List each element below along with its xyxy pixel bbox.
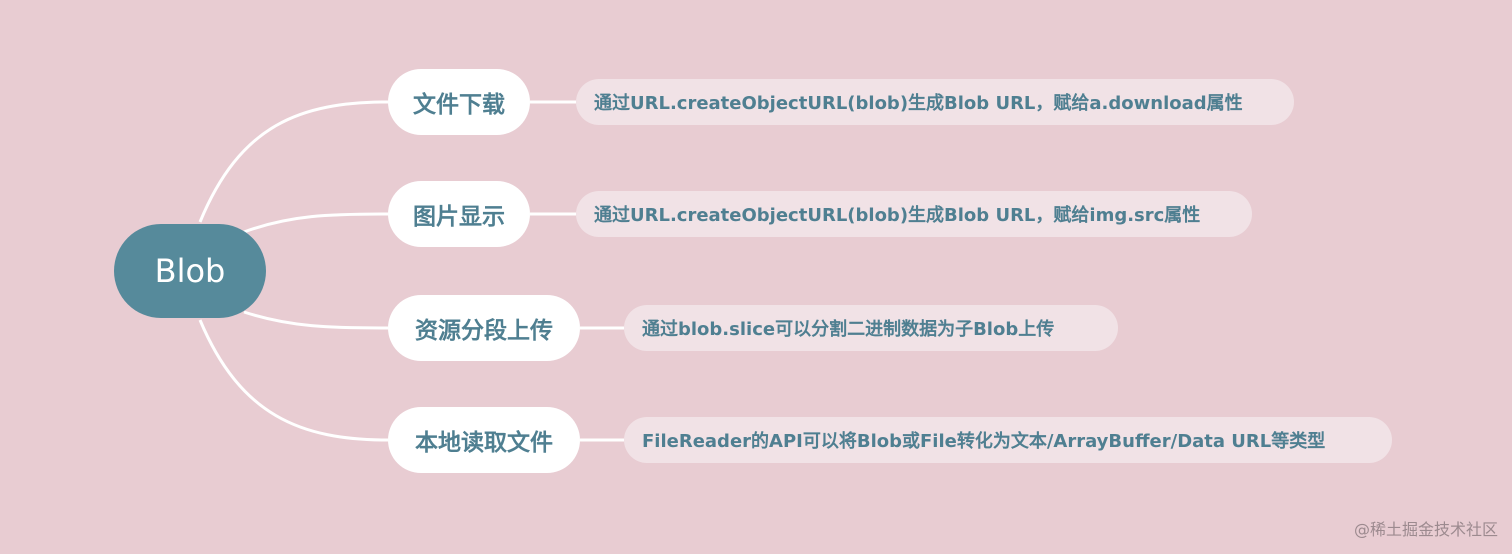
- connector-root-to-branch-3: [243, 310, 389, 330]
- connector-root-to-branch-2: [243, 212, 389, 234]
- detail-node-file-download: 通过URL.createObjectURL(blob)生成Blob URL，赋给…: [576, 79, 1294, 125]
- branch-node-label: 文件下载: [413, 92, 505, 118]
- branch-node-label: 本地读取文件: [415, 430, 553, 456]
- detail-node-text: FileReader的API可以将Blob或File转化为文本/ArrayBuf…: [642, 431, 1326, 452]
- detail-node-image-display: 通过URL.createObjectURL(blob)生成Blob URL，赋给…: [576, 191, 1252, 237]
- detail-node-text: 通过blob.slice可以分割二进制数据为子Blob上传: [642, 319, 1055, 340]
- detail-node-local-file-read: FileReader的API可以将Blob或File转化为文本/ArrayBuf…: [624, 417, 1392, 463]
- detail-node-text: 通过URL.createObjectURL(blob)生成Blob URL，赋给…: [594, 205, 1201, 226]
- branch-node-label: 资源分段上传: [415, 318, 553, 344]
- branch-node-local-file-read: 本地读取文件: [388, 407, 580, 473]
- root-node-label: Blob: [154, 252, 226, 290]
- branch-node-file-download: 文件下载: [388, 69, 530, 135]
- branch-node-chunked-upload: 资源分段上传: [388, 295, 580, 361]
- detail-node-text: 通过URL.createObjectURL(blob)生成Blob URL，赋给…: [594, 93, 1243, 114]
- branch-node-image-display: 图片显示: [388, 181, 530, 247]
- watermark-text: @稀土掘金技术社区: [1353, 520, 1498, 539]
- connector-root-to-branch-4: [198, 319, 389, 442]
- detail-node-chunked-upload: 通过blob.slice可以分割二进制数据为子Blob上传: [624, 305, 1118, 351]
- branch-node-label: 图片显示: [413, 204, 505, 230]
- connector-root-to-branch-1: [198, 100, 389, 223]
- root-node-blob: Blob: [114, 224, 266, 318]
